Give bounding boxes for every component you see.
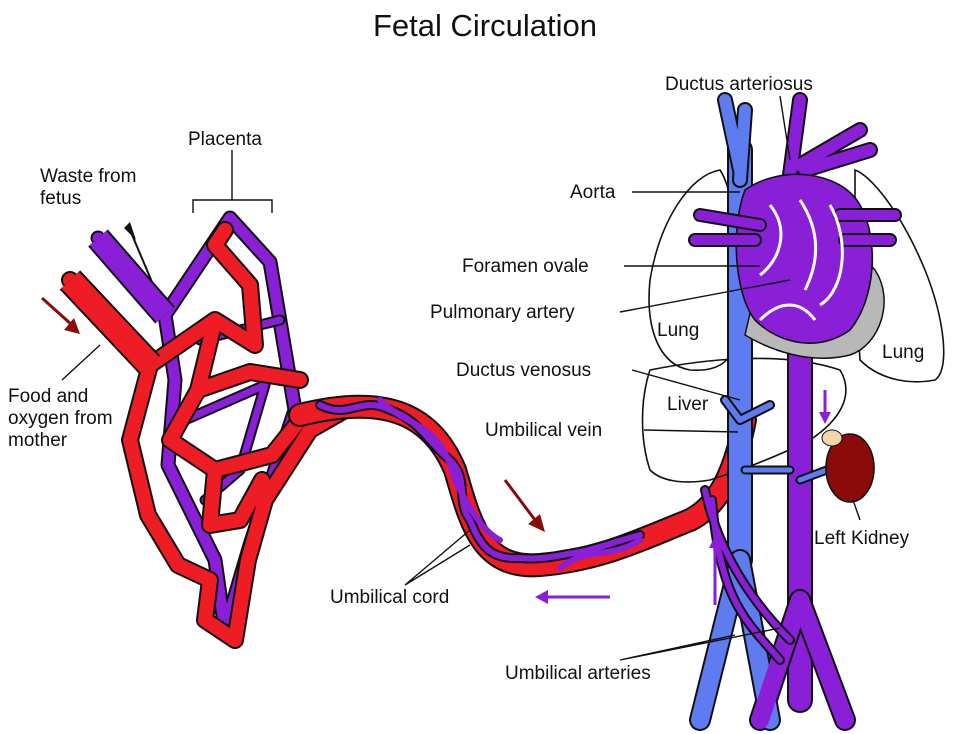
label-food-3: mother (8, 430, 68, 451)
label-aorta: Aorta (570, 182, 616, 203)
label-waste-2: fetus (40, 188, 81, 209)
left-kidney (821, 429, 875, 503)
leader-umbilical-vein (643, 429, 739, 433)
labels: Placenta Waste from fetus Food and oxyge… (8, 74, 924, 684)
placenta-red-vessels (61, 221, 354, 649)
leader-umbilical-arteries (619, 627, 781, 661)
label-ductus-venosus: Ductus venosus (456, 360, 591, 381)
leader-pulmonary-artery (619, 279, 791, 313)
label-lung-left: Lung (657, 320, 699, 341)
label-liver: Liver (667, 394, 709, 415)
cord-arrows (503, 479, 610, 604)
leader-ductus-arteriosus (779, 95, 791, 161)
label-umbilical-cord: Umbilical cord (330, 587, 449, 608)
label-umbilical-vein: Umbilical vein (485, 420, 602, 441)
label-waste-1: Waste from (40, 166, 136, 187)
leader-food (61, 344, 101, 381)
heart (688, 173, 902, 359)
food-vessel-fill (61, 271, 159, 374)
label-left-kidney: Left Kidney (814, 528, 910, 549)
diagram-title: Fetal Circulation (373, 8, 597, 43)
label-ductus-arteriosus: Ductus arteriosus (665, 74, 813, 95)
waste-vessel-fill (89, 230, 174, 323)
leader-left-kidney (852, 499, 861, 521)
placenta (40, 150, 354, 649)
label-foramen-ovale: Foramen ovale (462, 256, 589, 277)
heart-flow-arrows (758, 199, 844, 322)
fetus-arrows (709, 390, 831, 605)
label-food-1: Food and (8, 386, 88, 407)
label-pulmonary-artery: Pulmonary artery (430, 302, 575, 323)
lung-right-outline (854, 168, 945, 383)
label-lung-right: Lung (882, 342, 924, 363)
leader-umbilical-cord (404, 529, 471, 586)
heart-body (735, 173, 874, 344)
placenta-arrows (40, 222, 153, 334)
label-placenta: Placenta (188, 129, 262, 150)
liver-outline (641, 357, 847, 483)
label-food-2: oxygen from (8, 408, 113, 429)
placenta-bracket (192, 150, 273, 213)
leader-ductus-venosus (631, 369, 741, 401)
label-umbilical-arteries: Umbilical arteries (505, 663, 651, 684)
